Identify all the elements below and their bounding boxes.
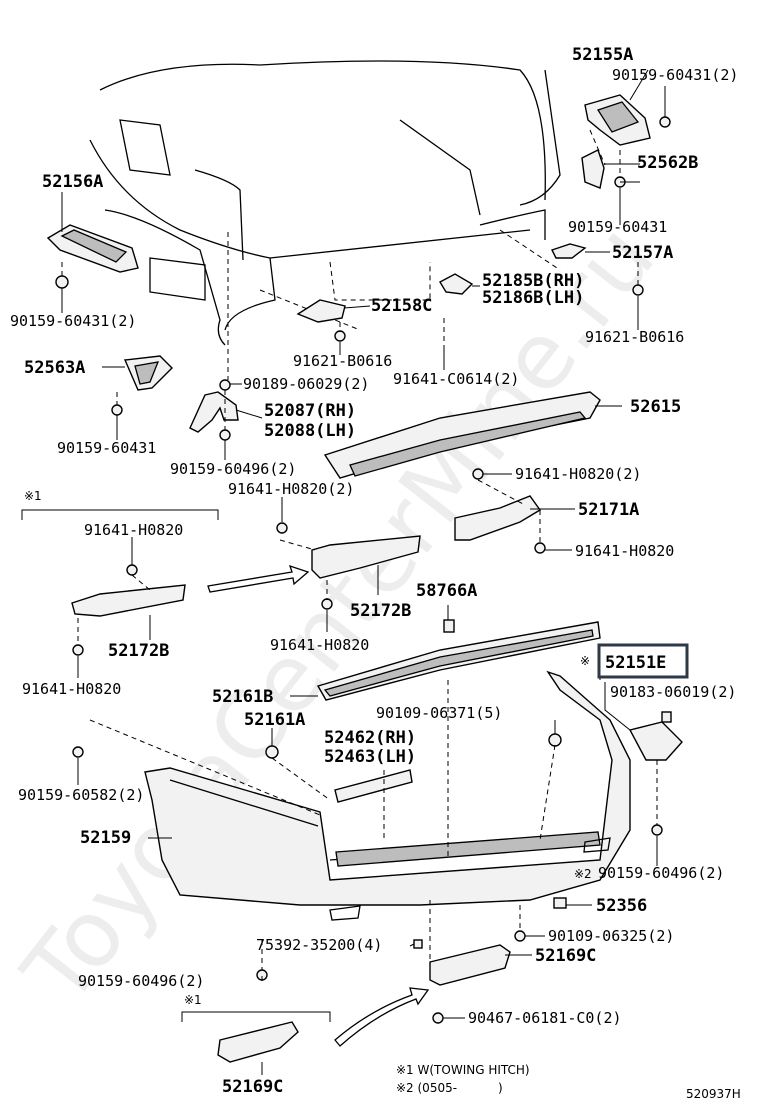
label-90189-06029-2[interactable]: 90189-06029(2) [243,375,369,393]
label-91641-H0820-mid[interactable]: 91641-H0820 [270,636,369,654]
label-91641-H0820-2-mid[interactable]: 91641-H0820(2) [228,480,354,498]
diagram-id: 520937H [686,1087,741,1101]
label-91641-H0820-2-right[interactable]: 91641-H0820(2) [515,465,641,483]
mark-ref2-52356: ※2 [574,867,592,881]
part-52169C-cover-left [217,1021,299,1063]
part-52157A-retainer [551,243,644,296]
label-52156A[interactable]: 52156A [42,172,103,192]
part-52161B-reinforcement [316,619,601,701]
footnote-2-close: ) [498,1081,503,1095]
label-91621-B0616-right[interactable]: 91621-B0616 [585,328,684,346]
highlight-box-52151E [597,643,689,679]
part-52161A-clip [265,745,279,759]
part-52615-absorber [323,391,601,479]
label-52169C-right[interactable]: 52169C [535,946,596,966]
part-52156A-bracket [46,224,139,289]
part-52169C-cover-right [413,930,526,1024]
footnote-2: ※2 (0505- [396,1081,457,1095]
part-52356-clip [553,897,567,909]
label-52172B-left[interactable]: 52172B [108,641,169,661]
label-52161B[interactable]: 52161B [212,687,273,707]
assembly-arrow-lower [334,987,430,1047]
label-90467-06181-C0-2[interactable]: 90467-06181-C0(2) [468,1009,622,1027]
vehicle-body-outline [89,60,561,380]
label-75392-35200-4[interactable]: 75392-35200(4) [256,936,382,954]
part-52171A-bracket [454,468,546,554]
label-90159-60431-right[interactable]: 90159-60431 [568,218,667,236]
part-52563A-retainer [111,355,173,416]
label-52088-LH[interactable]: 52088(LH) [264,421,356,441]
label-90183-06019-2[interactable]: 90183-06019(2) [610,683,736,701]
part-52562B-retainer [581,149,640,189]
part-52185B-retainer [439,273,474,295]
part-52151E-retainer [628,711,683,836]
label-52171A[interactable]: 52171A [578,500,639,520]
label-91641-H0820-left[interactable]: 91641-H0820 [84,521,183,539]
label-52356[interactable]: 52356 [596,896,647,916]
label-52169C-left[interactable]: 52169C [222,1077,283,1097]
part-52172B-bracket-mid [276,522,421,610]
mark-ref1-upper: ※1 [24,489,42,503]
label-52562B[interactable]: 52562B [637,153,698,173]
label-90159-60496-2-right[interactable]: 90159-60496(2) [598,864,724,882]
label-52087-RH[interactable]: 52087(RH) [264,401,356,421]
assembly-arrow-upper [207,564,310,593]
label-52159[interactable]: 52159 [80,828,131,848]
label-90159-60582-2[interactable]: 90159-60582(2) [18,786,144,804]
leader-lines [61,69,666,1075]
part-52158C-retainer [296,299,346,342]
label-90159-60431-left[interactable]: 90159-60431 [57,439,156,457]
label-90159-60431-2-left[interactable]: 90159-60431(2) [10,312,136,330]
label-52172B-mid[interactable]: 52172B [350,601,411,621]
label-91641-H0820-lower-left[interactable]: 91641-H0820 [22,680,121,698]
label-90109-06325-2[interactable]: 90109-06325(2) [548,927,674,945]
label-52463-LH[interactable]: 52463(LH) [324,747,416,767]
label-52185B-RH[interactable]: 52185B(RH) [482,271,584,291]
label-52186B-LH[interactable]: 52186B(LH) [482,288,584,308]
label-52158C[interactable]: 52158C [371,296,432,316]
label-90109-06371-5[interactable]: 90109-06371(5) [376,704,502,722]
footnote-1: ※1 W(TOWING HITCH) [396,1063,530,1077]
label-52615[interactable]: 52615 [630,397,681,417]
label-90159-60431-2-top[interactable]: 90159-60431(2) [612,66,738,84]
fasteners-left [72,733,562,981]
label-91641-C0614-2[interactable]: 91641-C0614(2) [393,370,519,388]
label-52155A[interactable]: 52155A [572,45,633,65]
label-90159-60496-2-mid[interactable]: 90159-60496(2) [170,460,296,478]
mark-ref1-lower: ※1 [184,993,202,1007]
mark-ref-52151E: ※ [580,654,590,668]
part-52087-bracket [189,379,239,441]
label-91621-B0616-mid[interactable]: 91621-B0616 [293,352,392,370]
label-91641-H0820-right[interactable]: 91641-H0820 [575,542,674,560]
label-52157A[interactable]: 52157A [612,243,673,263]
label-52462-RH[interactable]: 52462(RH) [324,728,416,748]
part-52155A-bracket [584,94,671,146]
dashed-guides [61,129,658,970]
label-52563A[interactable]: 52563A [24,358,85,378]
label-90159-60496-2-left[interactable]: 90159-60496(2) [78,972,204,990]
part-52159-bumper-cover [144,670,631,921]
part-52172B-bracket-left [71,564,186,656]
label-58766A[interactable]: 58766A [416,581,477,601]
group-bracket-lines [21,509,631,1022]
label-52151E[interactable]: 52151E [605,653,666,673]
label-52161A[interactable]: 52161A [244,710,305,730]
